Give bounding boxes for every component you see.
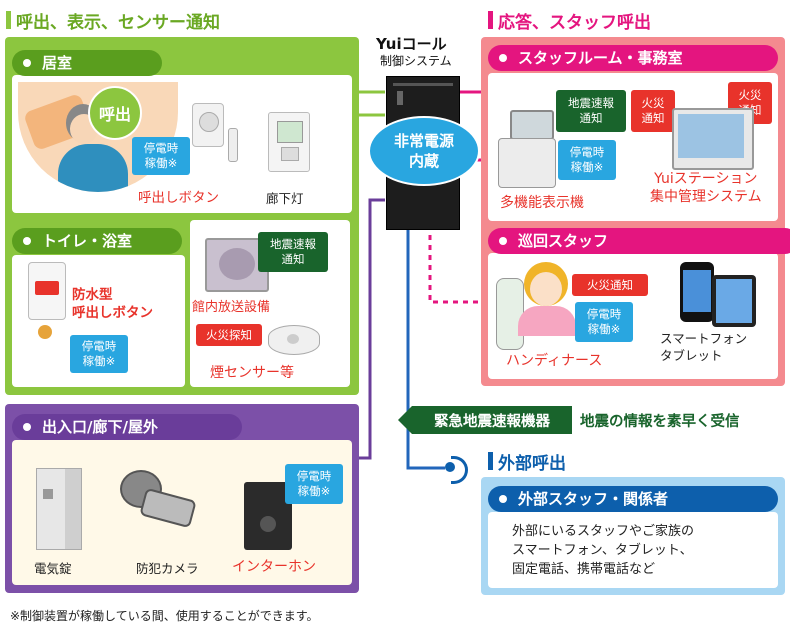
intercom-label: インターホン [232,559,316,575]
tablet-device [712,275,756,327]
entrance-title: 出入口/廊下/屋外 [12,414,242,440]
call-cord-icon [228,128,238,162]
broadcast-label: 館内放送設備 [192,300,271,315]
multi-display-phone [498,110,558,188]
toilet-power-badge: 停電時 稼働※ [70,335,128,373]
staff-eq-badge: 地震速報 通知 [556,90,626,132]
left-title-bar [6,11,11,29]
yui-station-monitor [672,108,754,170]
smartphone-label: スマートフォン タブレット [660,331,748,363]
earthquake-device-label: 緊急地震速報機器 [412,406,572,434]
toilet-title: トイレ・浴室 [12,228,182,254]
electric-lock-device [36,468,82,550]
outer-section-title: 外部呼出 [498,454,566,474]
smoke-sensor-label: 煙センサー等 [210,365,294,381]
yui-station-label: Yuiステーション 集中管理システム [650,171,762,205]
footnote: ※制御装置が稼働している間、使用することができます。 [10,609,319,623]
brand-subtitle: 制御システム [380,54,452,68]
broadcast-eq-badge: 地震速報 通知 [258,232,328,272]
smoke-sensor-device [268,325,320,355]
corridor-light-label: 廊下灯 [266,191,304,206]
phone-label: 多機能表示機 [500,195,584,211]
staff-fire-badge-1: 火災 通知 [631,90,675,132]
handy-nurse-device [496,278,524,350]
staff-power-badge: 停電時 稼働※ [558,140,616,180]
intercom-device [244,482,292,550]
corridor-light-device [268,112,310,172]
handy-nurse-label: ハンディナース [506,353,603,369]
right-section-title: 応答、スタッフ呼出 [498,13,651,33]
waterproof-label: 防水型 呼出しボタン [72,287,153,321]
patrol-power-badge: 停電時 稼働※ [575,302,633,342]
call-button-device [192,103,224,147]
kyoshitsu-title: 居室 [12,50,162,76]
fire-detect-badge: 火災探知 [196,324,262,346]
outside-area [488,512,778,588]
security-camera-device [120,470,197,532]
outside-text: 外部にいるスタッフやご家族の スマートフォン、タブレット、 固定電話、携帯電話な… [512,524,695,577]
patrol-fire-badge: 火災通知 [572,274,648,296]
call-button-label: 呼出しボタン [138,190,219,206]
right-title-bar [488,11,493,29]
patrol-title: 巡回スタッフ [488,228,790,254]
earthquake-arrow [398,406,412,434]
waterproof-button-device [28,262,66,320]
wireless-icon [445,456,468,484]
emergency-power-label: 非常電源 内蔵 [368,116,480,186]
entrance-power-badge: 停電時 稼働※ [285,464,343,504]
staff-room-title: スタッフルーム・事務室 [488,45,778,71]
outer-title-bar [488,452,493,470]
electric-lock-label: 電気錠 [34,561,72,576]
nurse-illustration [516,262,578,336]
outside-title: 外部スタッフ・関係者 [488,486,778,512]
brand-logo: Yuiコール [376,35,447,53]
earthquake-text: 地震の情報を素早く受信 [580,414,740,430]
kyoshitsu-power-badge: 停電時 稼働※ [132,137,190,175]
left-section-title: 呼出、表示、センサー通知 [16,13,220,33]
pull-cord-icon [38,325,52,339]
smartphone-device [680,262,714,322]
security-camera-label: 防犯カメラ [136,561,199,576]
call-bubble: 呼出 [88,86,142,140]
